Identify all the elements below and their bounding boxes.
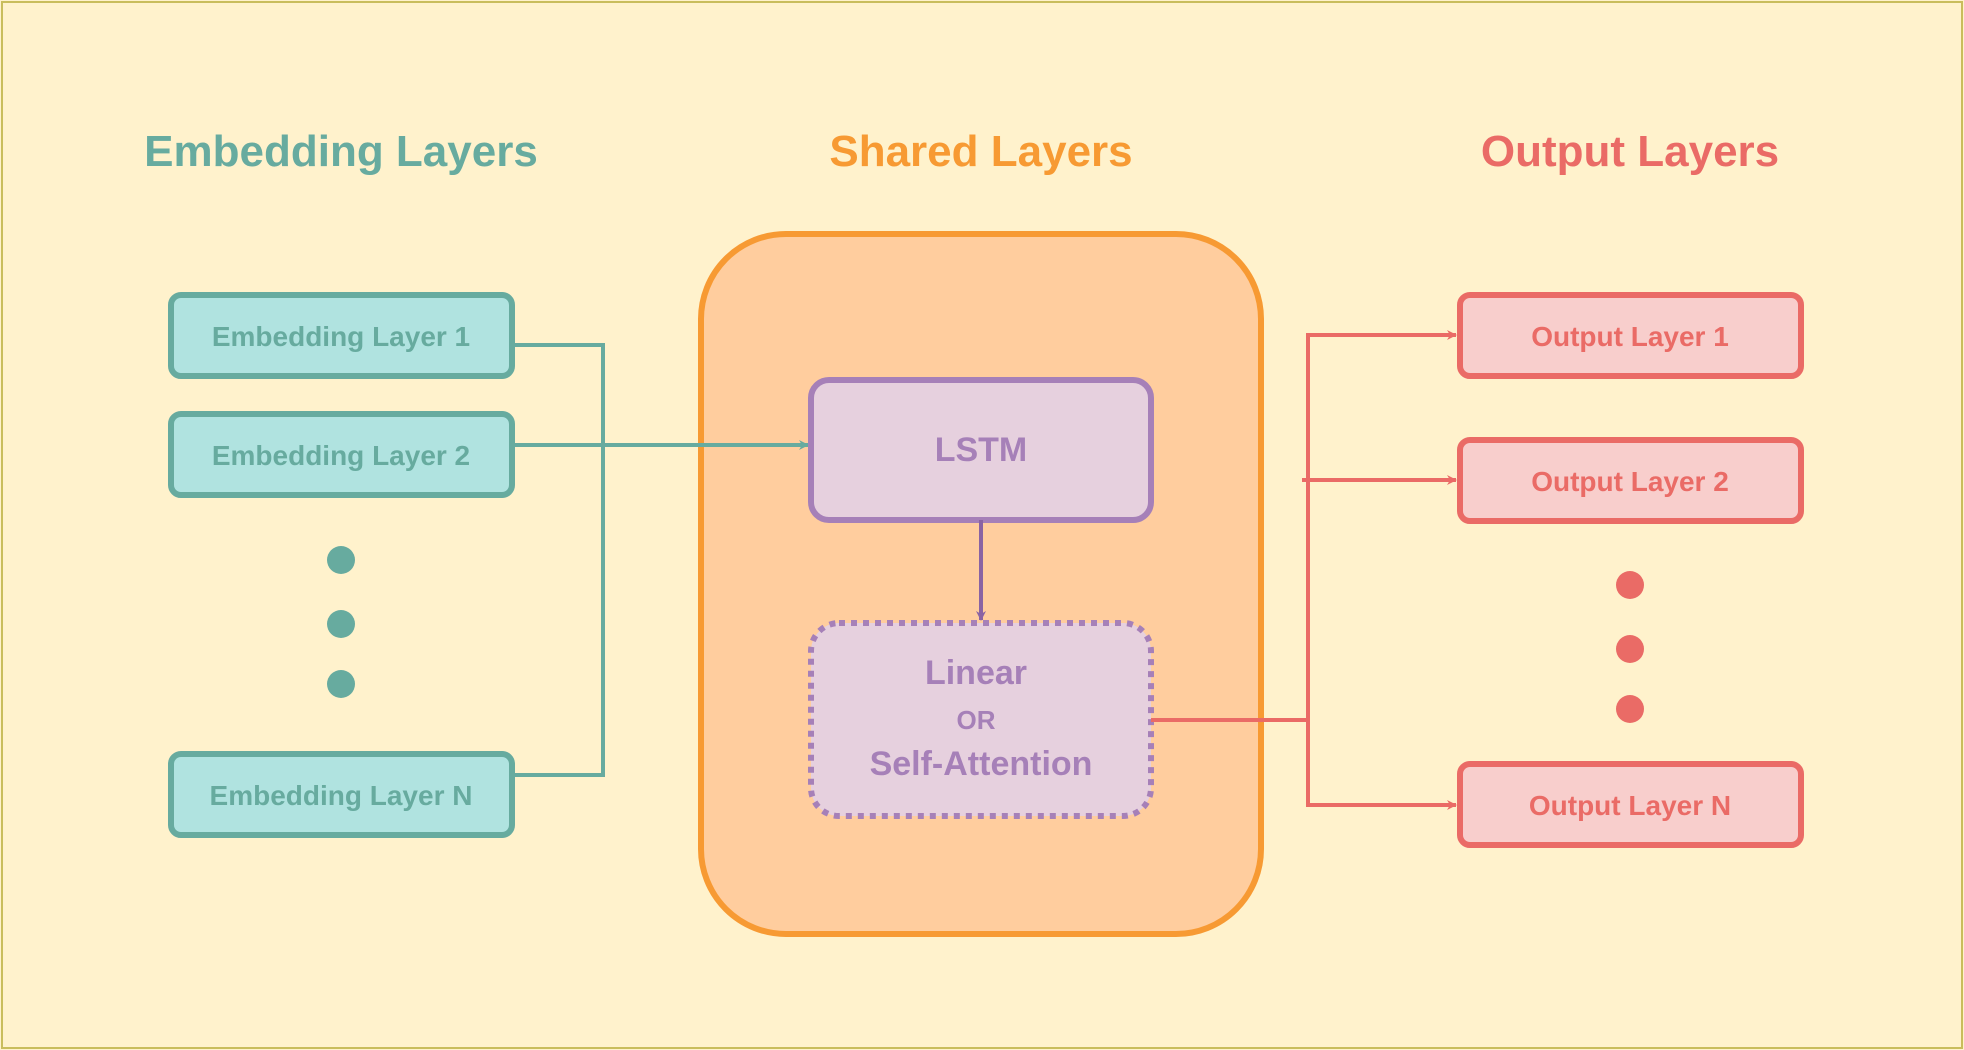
output-ellipsis-dot bbox=[1616, 635, 1644, 663]
embedding-connector-1 bbox=[512, 343, 605, 777]
embedding-layer-1-label: Embedding Layer 1 bbox=[212, 321, 470, 352]
output-ellipsis-dot bbox=[1616, 571, 1644, 599]
output-ellipsis-dot bbox=[1616, 695, 1644, 723]
linear-label: Linear bbox=[925, 654, 1027, 692]
lstm-label: LSTM bbox=[935, 431, 1028, 469]
output-layer-1-label: Output Layer 1 bbox=[1531, 321, 1729, 352]
output-layer-2-box: Output Layer 2 bbox=[1457, 437, 1804, 524]
embedding-ellipsis-dot bbox=[327, 610, 355, 638]
embedding-layer-n-box: Embedding Layer N bbox=[168, 751, 515, 838]
embedding-ellipsis-dot bbox=[327, 670, 355, 698]
output-layer-1-box: Output Layer 1 bbox=[1457, 292, 1804, 379]
embedding-layer-2-label: Embedding Layer 2 bbox=[212, 440, 470, 471]
embedding-ellipsis-dot bbox=[327, 546, 355, 574]
shared-layers-title: Shared Layers bbox=[829, 127, 1132, 176]
output-layer-n-label: Output Layer N bbox=[1529, 790, 1731, 821]
embedding-layer-2-box: Embedding Layer 2 bbox=[168, 411, 515, 498]
embedding-layer-n-label: Embedding Layer N bbox=[210, 780, 473, 811]
lstm-box: LSTM bbox=[808, 377, 1154, 523]
embedding-layers-title: Embedding Layers bbox=[144, 127, 538, 176]
output-layer-2-label: Output Layer 2 bbox=[1531, 466, 1729, 497]
output-layers-title: Output Layers bbox=[1481, 127, 1779, 176]
self-attention-label: Self-Attention bbox=[870, 745, 1093, 783]
embedding-layer-1-box: Embedding Layer 1 bbox=[168, 292, 515, 379]
or-label: OR bbox=[957, 705, 996, 735]
linear-or-self-attention-box: Linear OR Self-Attention bbox=[808, 620, 1154, 819]
output-layer-n-box: Output Layer N bbox=[1457, 761, 1804, 848]
